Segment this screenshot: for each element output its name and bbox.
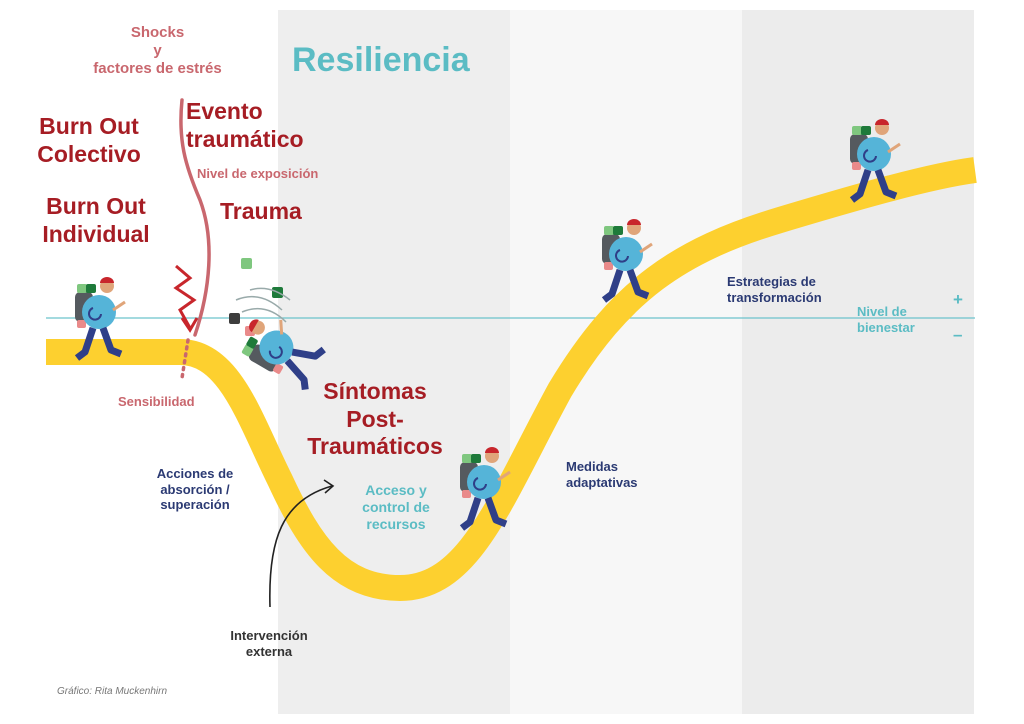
falling-box-icon: [229, 258, 291, 336]
label-acciones: Acciones de absorción / superación: [156, 466, 234, 513]
label-evento-traumatico: Evento traumático: [186, 98, 304, 152]
label-nivel-bienestar: Nivel de bienestar: [857, 304, 915, 335]
panel-band-4: [742, 10, 974, 714]
panel-band-3: [510, 10, 742, 714]
resilience-road: [46, 157, 977, 602]
label-plus: +: [953, 290, 963, 309]
arrow-curve-icon: [269, 479, 335, 608]
label-intervencion: Intervención externa: [230, 628, 308, 659]
lightning-icon: [173, 264, 199, 333]
label-burnout-individual: Burn Out Individual: [42, 193, 150, 247]
label-shocks: Shocks y factores de estrés: [93, 24, 222, 77]
label-medidas: Medidas adaptativas: [566, 459, 638, 490]
label-estrategias: Estrategias de transformación: [727, 274, 822, 305]
sensitivity-dots: [180, 338, 190, 380]
diagram-title: Resiliencia: [292, 41, 470, 79]
label-trauma: Trauma: [220, 198, 302, 224]
graph-credit: Gráfico: Rita Muckenhirn: [57, 686, 168, 697]
label-nivel-exposicion: Nivel de exposición: [197, 166, 319, 181]
label-sensibilidad: Sensibilidad: [118, 394, 195, 409]
label-minus: –: [953, 325, 963, 344]
label-burnout-colectivo: Burn Out Colectivo: [37, 113, 141, 167]
label-sintomas: Síntomas Post- Traumáticos: [307, 378, 443, 460]
exposure-line: [179, 98, 211, 337]
label-acceso-recursos: Acceso y control de recursos: [362, 482, 430, 532]
